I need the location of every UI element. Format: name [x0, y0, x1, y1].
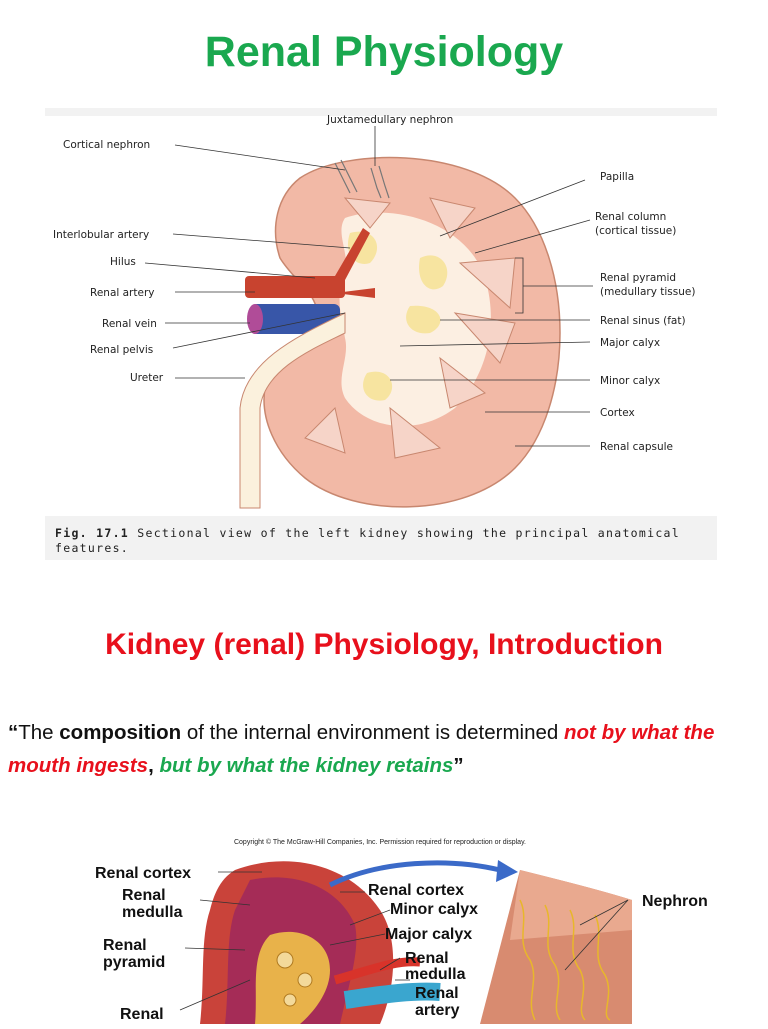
quote-close-mark: ” [453, 754, 464, 777]
copyright-notice: Copyright © The McGraw-Hill Companies, I… [234, 838, 526, 846]
kidney-section-figure: Juxtamedullary nephron Cortical nephron … [45, 108, 717, 560]
label-renal-pelvis: Renal pelvis [90, 344, 153, 356]
label-ureter: Ureter [130, 372, 164, 384]
label-renal-pyramid-line2: pyramid [103, 954, 165, 971]
label-juxtamedullary-nephron: Juxtamedullary nephron [326, 114, 453, 126]
label-cortex: Cortex [600, 407, 635, 419]
figure-caption-text: Sectional view of the left kidney showin… [55, 526, 681, 555]
label-renal-vein: Renal vein [102, 318, 157, 330]
label-papilla: Papilla [600, 171, 634, 183]
label-renal-pyramid: Renal pyramid [600, 272, 676, 284]
label-renal-medulla-left-line1: Renal [122, 887, 166, 904]
label-renal-pyramid-note: (medullary tissue) [600, 286, 695, 298]
label-renal-medulla-right-line1: Renal [405, 950, 449, 967]
quote-part1: The [18, 721, 60, 744]
label-renal-column-note: (cortical tissue) [595, 225, 676, 237]
quote-open-mark: “ [8, 721, 19, 744]
renal-pelvis-shape [255, 931, 330, 1024]
quote-red-phrase: not by what the mouth ingests [8, 721, 715, 777]
label-hilus: Hilus [110, 256, 136, 268]
label-renal-medulla-left-line2: medulla [122, 904, 183, 921]
kidney-diagram: Juxtamedullary nephron Cortical nephron … [45, 114, 717, 516]
label-renal-bottom: Renal [120, 1006, 164, 1023]
label-renal-pyramid-line1: Renal [103, 937, 147, 954]
page-title: Renal Physiology [204, 28, 564, 76]
label-renal-column: Renal column [595, 211, 666, 223]
figure-caption: Fig. 17.1 Sectional view of the left kid… [55, 526, 705, 556]
label-major-calyx: Major calyx [385, 926, 472, 943]
figure-caption-label: Fig. 17.1 [55, 526, 130, 540]
kidney-anatomy-diagram: Copyright © The McGraw-Hill Companies, I… [95, 838, 708, 1024]
quote-paragraph: “The composition of the internal environ… [8, 716, 760, 782]
label-renal-capsule: Renal capsule [600, 441, 673, 453]
label-minor-calyx: Minor calyx [600, 375, 660, 387]
section-heading: Kidney (renal) Physiology, Introduction [105, 628, 663, 661]
label-interlobular-artery: Interlobular artery [53, 229, 149, 241]
ureter-shape [239, 312, 346, 509]
label-renal-sinus: Renal sinus (fat) [600, 315, 686, 327]
label-minor-calyx: Minor calyx [390, 901, 478, 918]
label-nephron: Nephron [642, 893, 708, 910]
quote-bold-word: composition [59, 721, 182, 744]
label-major-calyx: Major calyx [600, 337, 660, 349]
label-renal-cortex-right: Renal cortex [368, 882, 464, 899]
label-renal-cortex-left: Renal cortex [95, 865, 191, 882]
renal-artery-shape [245, 276, 345, 298]
label-renal-medulla-right-line2: medulla [405, 966, 466, 983]
label-renal-artery: Renal artery [90, 287, 155, 299]
quote-green-phrase: but by what the kidney retains [153, 754, 454, 777]
label-renal-artery-line1: Renal [415, 985, 459, 1002]
label-renal-artery-line2: artery [415, 1002, 460, 1019]
label-cortical-nephron: Cortical nephron [63, 139, 150, 151]
kidney-anatomy-figure: Copyright © The McGraw-Hill Companies, I… [0, 830, 768, 1024]
quote-part2: of the internal environment is determine… [181, 721, 565, 744]
quote-comma: , [148, 754, 154, 777]
